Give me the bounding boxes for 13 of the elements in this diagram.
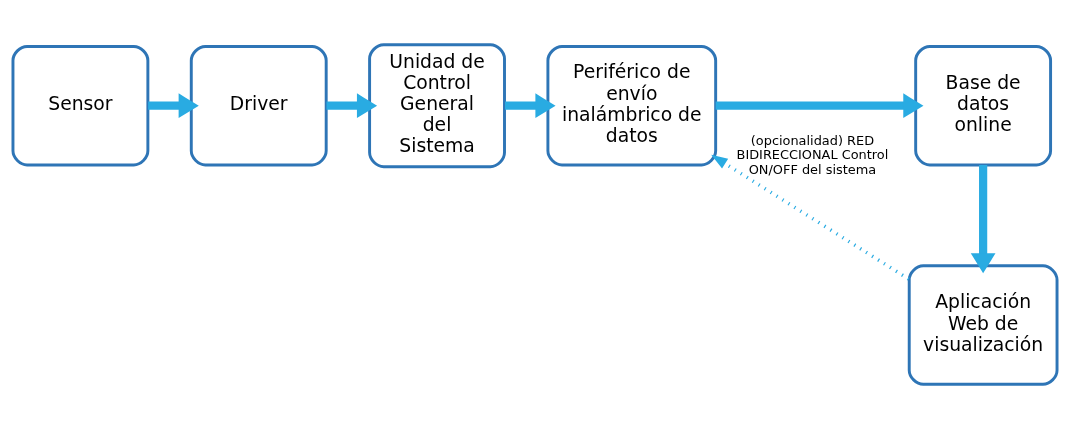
node-box: Periférico de envío inalámbrico de datos — [546, 45, 718, 167]
node-box: Aplicación Web de visualización — [907, 264, 1059, 386]
arrow — [715, 93, 924, 119]
node-box: Sensor — [11, 45, 150, 167]
arrow — [326, 93, 378, 119]
node-box: Driver — [189, 45, 328, 167]
edge-label: (opcionalidad) RED BIDIRECCIONAL Control ON/OFF del sistema — [736, 133, 889, 177]
arrow — [711, 154, 910, 281]
node-box: Base de datos online — [914, 45, 1053, 167]
node-box: Unidad de Control General del Sistema — [368, 43, 506, 169]
arrow — [148, 93, 199, 119]
arrow — [970, 165, 996, 274]
arrow — [504, 93, 556, 119]
